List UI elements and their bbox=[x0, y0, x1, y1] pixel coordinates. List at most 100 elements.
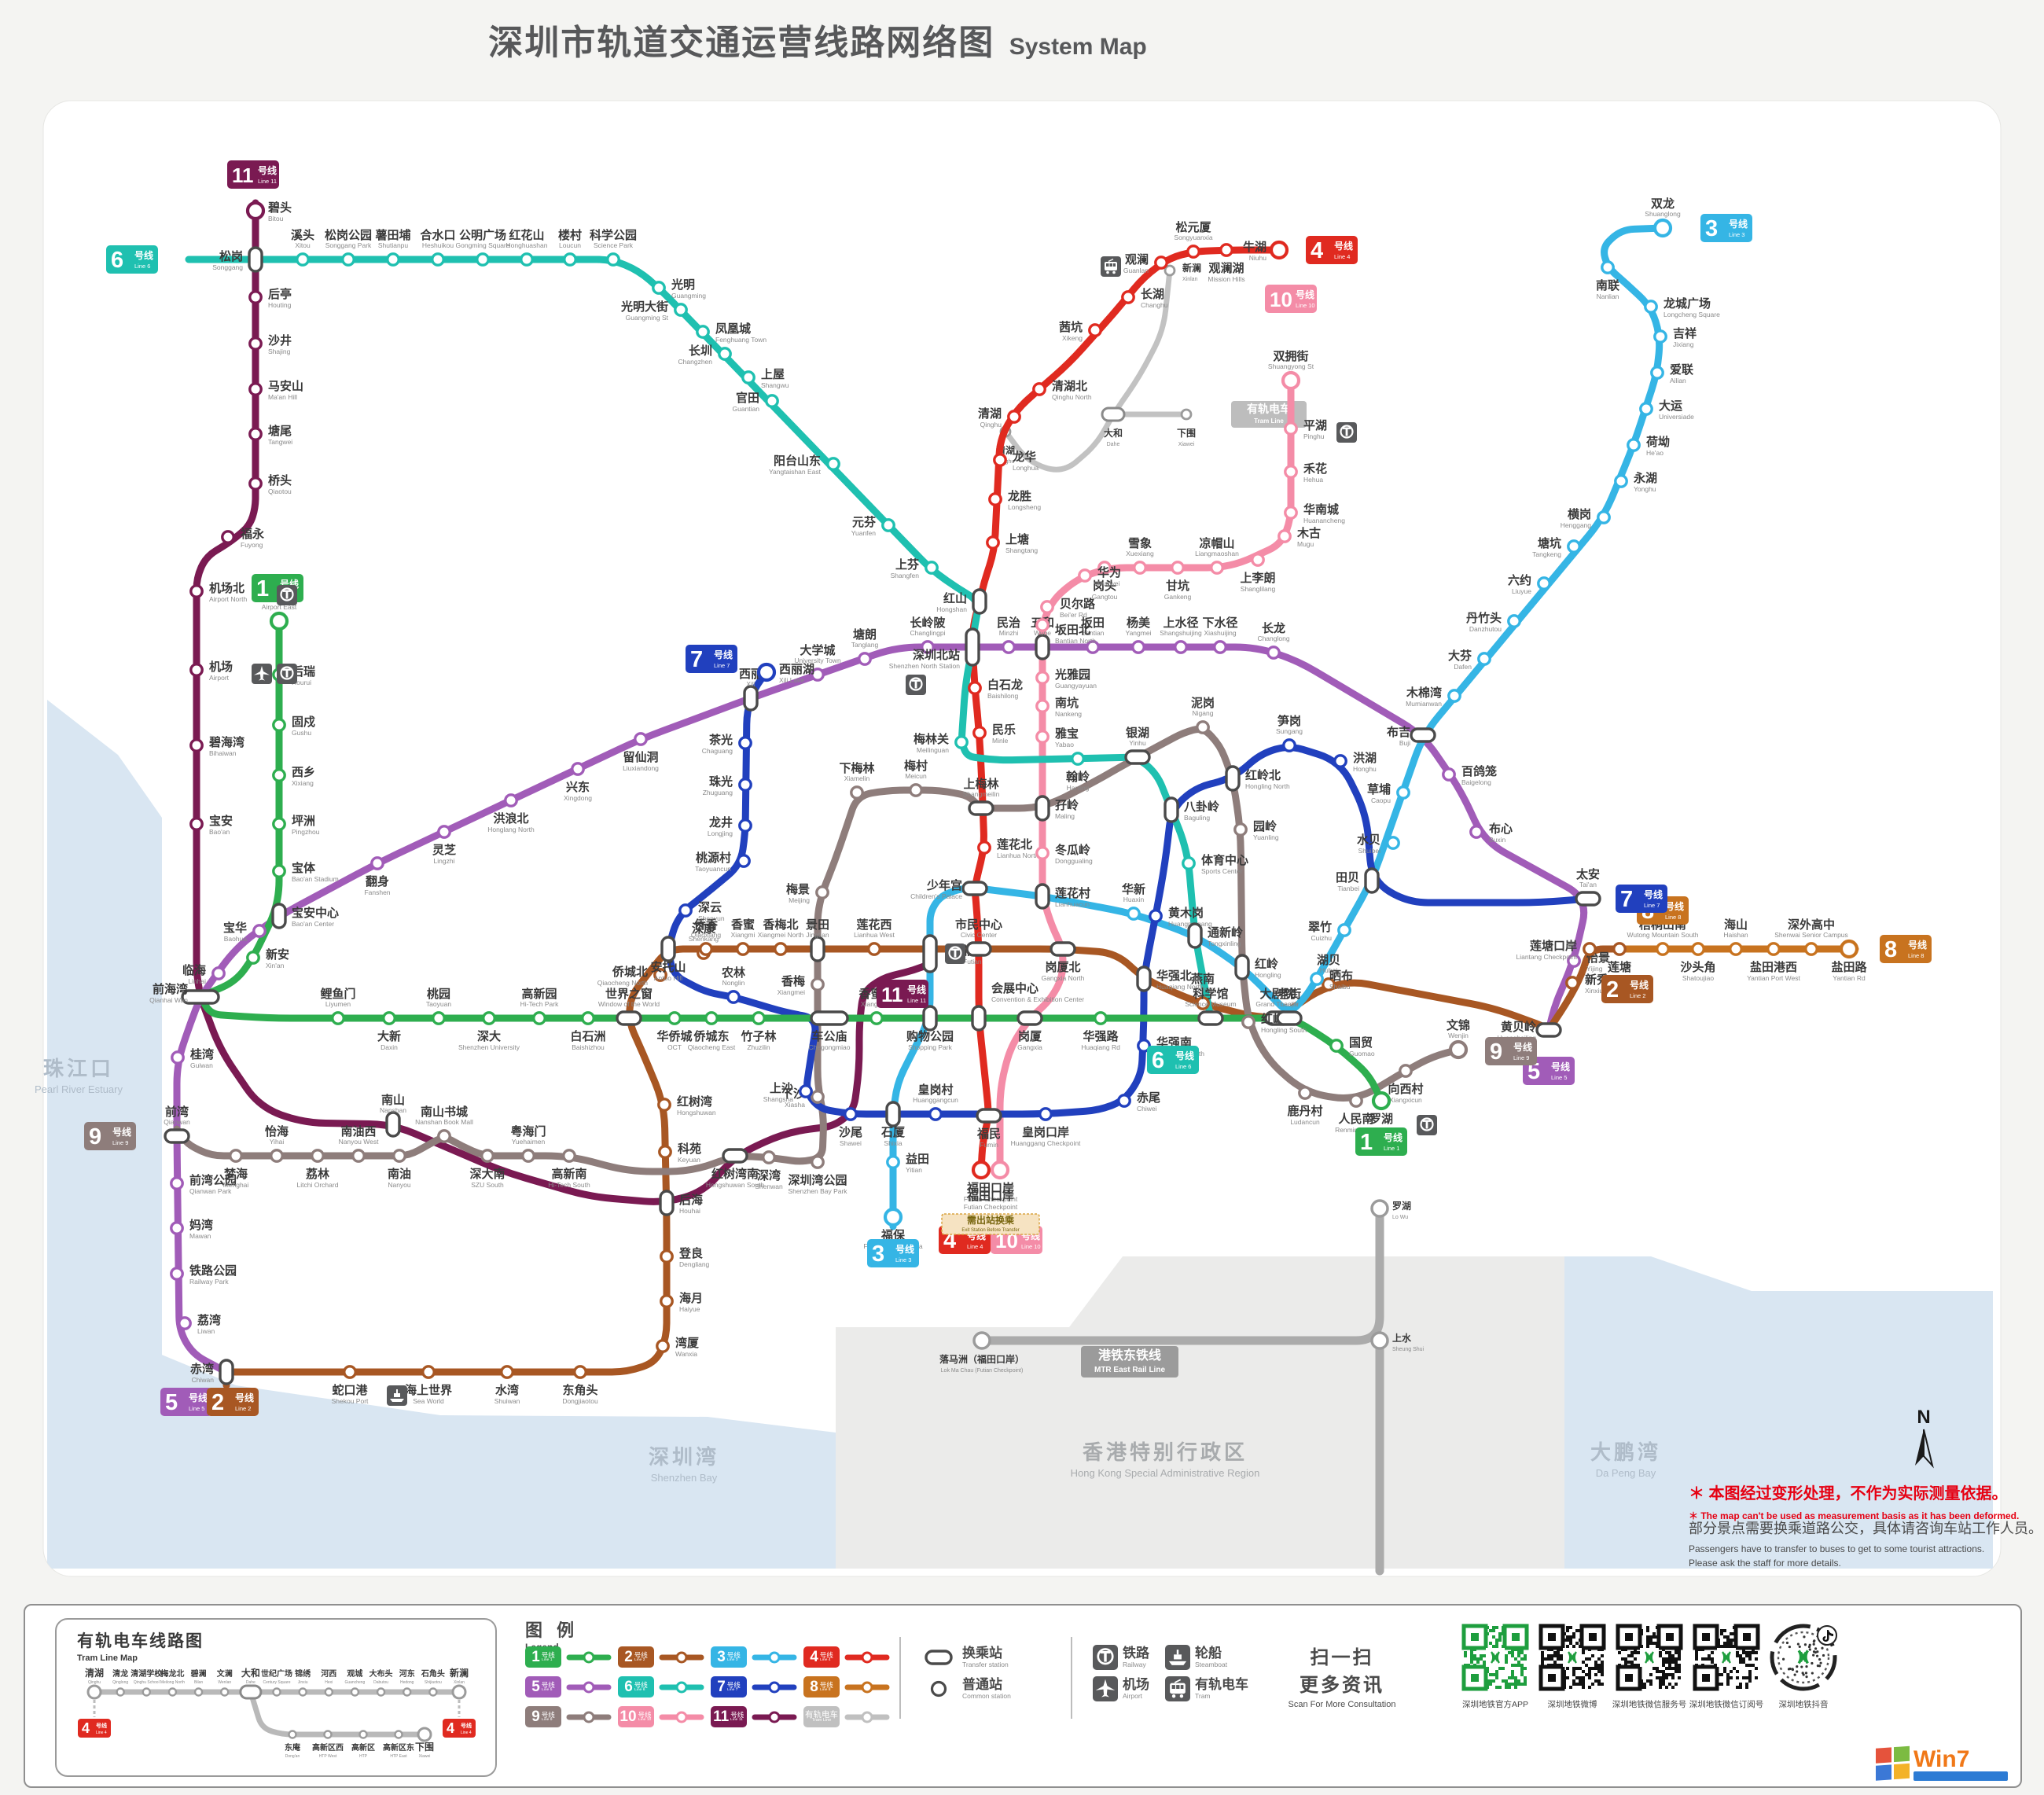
svg-text:岗头: 岗头 bbox=[1093, 579, 1116, 593]
svg-text:Qinghu School: Qinghu School bbox=[134, 1680, 160, 1685]
svg-text:Shuangyong St: Shuangyong St bbox=[1268, 362, 1314, 370]
svg-text:Longsheng: Longsheng bbox=[1008, 503, 1041, 511]
svg-text:Guangming: Guangming bbox=[671, 292, 706, 300]
svg-text:Shangfen: Shangfen bbox=[891, 572, 920, 579]
svg-text:Pinghu: Pinghu bbox=[1303, 432, 1325, 440]
svg-text:Line 10: Line 10 bbox=[1021, 1243, 1041, 1250]
svg-text:3: 3 bbox=[1705, 216, 1718, 241]
svg-text:Bantian: Bantian bbox=[1082, 629, 1105, 637]
station-Loucun bbox=[563, 252, 577, 267]
svg-text:Guangming St: Guangming St bbox=[626, 314, 669, 322]
svg-text:Wenjin: Wenjin bbox=[1448, 1032, 1469, 1039]
svg-text:兴东: 兴东 bbox=[566, 780, 590, 794]
station-Houting bbox=[248, 290, 263, 304]
station-Bao'an bbox=[189, 817, 204, 831]
svg-text:Guancheng: Guancheng bbox=[344, 1680, 365, 1685]
svg-text:Shangtang: Shangtang bbox=[1005, 546, 1038, 554]
svg-text:3: 3 bbox=[872, 1241, 884, 1267]
svg-text:后瑞: 后瑞 bbox=[292, 664, 315, 679]
svg-text:Yangmei: Yangmei bbox=[1126, 629, 1152, 637]
svg-text:Gankeng: Gankeng bbox=[1164, 593, 1192, 601]
svg-text:Yantian Port West: Yantian Port West bbox=[1747, 974, 1800, 982]
svg-text:桃源村: 桃源村 bbox=[696, 851, 731, 865]
svg-text:Line 4: Line 4 bbox=[96, 1731, 107, 1735]
svg-text:岗厦北: 岗厦北 bbox=[1045, 960, 1080, 974]
svg-text:Shenkang: Shenkang bbox=[689, 935, 719, 943]
svg-text:Yijing: Yijing bbox=[1586, 965, 1603, 973]
svg-text:Linhai: Linhai bbox=[188, 977, 206, 985]
station-Longcheng Square bbox=[1644, 300, 1658, 314]
svg-text:8: 8 bbox=[1884, 937, 1897, 962]
svg-text:Line 2: Line 2 bbox=[235, 1405, 251, 1412]
svg-text:Guiwan: Guiwan bbox=[190, 1061, 213, 1069]
station-Nanyou bbox=[392, 1149, 406, 1163]
svg-text:百鸽笼: 百鸽笼 bbox=[1461, 764, 1497, 778]
svg-text:Zhuguang: Zhuguang bbox=[703, 789, 733, 796]
svg-text:Wuhe: Wuhe bbox=[1034, 629, 1051, 637]
station-Longhua bbox=[993, 453, 1007, 467]
svg-text:Qiaocheng East: Qiaocheng East bbox=[688, 1043, 736, 1051]
station-Yinhu bbox=[1124, 749, 1151, 765]
svg-text:号线: 号线 bbox=[258, 164, 277, 176]
svg-text:南联: 南联 bbox=[1596, 278, 1620, 292]
tram-station-Meilong North bbox=[167, 1687, 178, 1697]
svg-text:高新区: 高新区 bbox=[351, 1742, 375, 1753]
tram-station-Dong'an bbox=[288, 1730, 297, 1739]
svg-text:楼村: 楼村 bbox=[558, 228, 582, 242]
watermark-bar bbox=[1913, 1771, 2008, 1781]
svg-text:Changlong: Changlong bbox=[1257, 635, 1289, 642]
station-Huaqiang Rd bbox=[1094, 1011, 1108, 1025]
svg-text:南坑: 南坑 bbox=[1055, 696, 1079, 710]
svg-text:安托山: 安托山 bbox=[650, 960, 686, 974]
station-Shenzhen Bay Park bbox=[811, 1155, 825, 1169]
station-Fanshen bbox=[370, 856, 384, 870]
svg-text:Liangmaoshan: Liangmaoshan bbox=[1195, 550, 1239, 557]
svg-text:深大南: 深大南 bbox=[469, 1167, 505, 1181]
station-Liangmaoshan bbox=[1210, 561, 1224, 575]
svg-text:Tai'an: Tai'an bbox=[1579, 881, 1597, 888]
legend-divider-2 bbox=[1071, 1637, 1072, 1719]
svg-text:公明广场: 公明广场 bbox=[459, 228, 506, 242]
svg-text:Bantian North: Bantian North bbox=[1055, 637, 1096, 645]
svg-text:清龙: 清龙 bbox=[112, 1668, 128, 1679]
svg-text:竹子林: 竹子林 bbox=[740, 1029, 777, 1043]
station-Futian Checkpoint bbox=[971, 1160, 991, 1180]
tram-station bbox=[1164, 264, 1176, 277]
svg-text:湖贝: 湖贝 bbox=[1317, 954, 1340, 967]
svg-text:上梅林: 上梅林 bbox=[963, 777, 999, 791]
qr-code-image bbox=[1461, 1624, 1529, 1691]
svg-text:益田: 益田 bbox=[906, 1152, 929, 1166]
svg-text:Lianhuacun: Lianhuacun bbox=[1055, 900, 1090, 908]
station-Cuizhu bbox=[1337, 923, 1351, 937]
station-Chiwan bbox=[219, 1359, 234, 1385]
svg-text:Baishizhou: Baishizhou bbox=[572, 1043, 605, 1051]
station-Donggualing bbox=[1035, 846, 1050, 860]
svg-text:Airport: Airport bbox=[209, 674, 230, 682]
svg-text:Yangtaishan East: Yangtaishan East bbox=[769, 468, 822, 476]
svg-text:Honghuashan: Honghuashan bbox=[506, 241, 548, 249]
legend-line-sample bbox=[659, 1711, 704, 1723]
svg-text:溪头: 溪头 bbox=[291, 228, 314, 242]
svg-text:红山: 红山 bbox=[943, 591, 967, 605]
